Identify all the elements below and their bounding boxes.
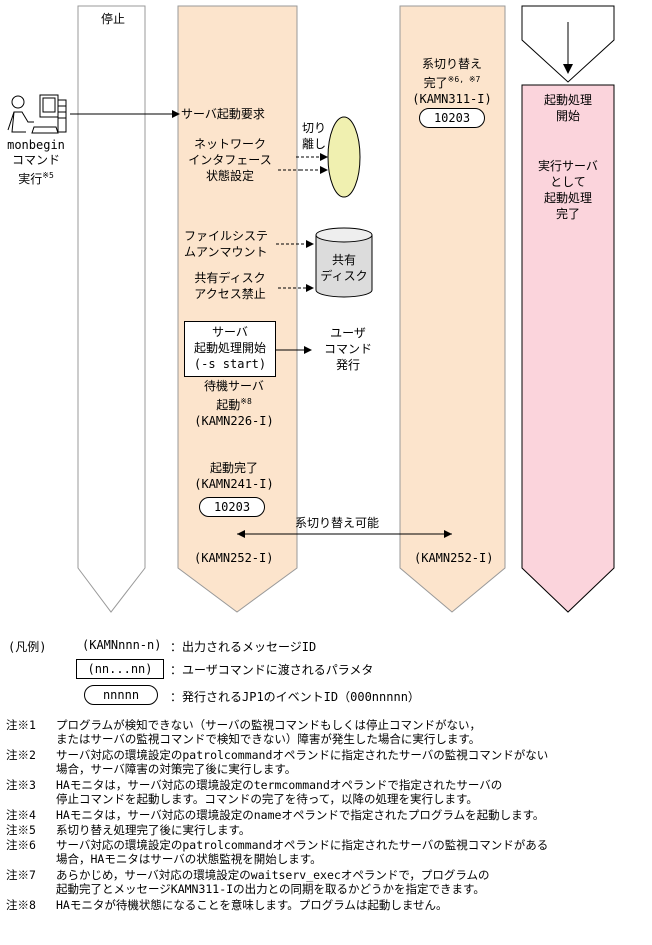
standby-line: 起動※8 xyxy=(216,397,252,412)
standby-note-mark: ※8 xyxy=(240,397,252,406)
event-id-1: 10203 xyxy=(199,497,265,517)
user-command-line: ユーザ xyxy=(330,326,366,340)
shared-disk-block-line: 共有ディスク xyxy=(194,271,266,285)
legend-event-desc: ：発行されるJP1のイベントID（000nnnnn） xyxy=(170,690,420,704)
fs-unmount-line: ファイルシステ xyxy=(184,229,269,243)
switch-possible-label: 系切り替え可能 xyxy=(295,516,380,530)
server-start-box-line: サーバ xyxy=(212,325,248,339)
right-col-done-line: 完了 xyxy=(555,207,580,221)
arrowhead-into-start xyxy=(563,64,573,74)
server-start-box-line: 起動処理開始 xyxy=(193,341,266,355)
shared-disk-line: 共有 xyxy=(331,253,356,267)
fs-unmount-line: ムアンマウント xyxy=(184,245,268,259)
detach-line: 切り xyxy=(302,121,327,135)
lane-stop xyxy=(77,5,146,613)
right-col-done-line: として xyxy=(550,175,586,189)
shared-disk-block: 共有ディスク アクセス禁止 xyxy=(184,270,276,302)
stop-label: 停止 xyxy=(100,12,125,26)
legend-msg-desc: ：出力されるメッセージID xyxy=(170,640,317,654)
legend-param-sample: (nn...nn) xyxy=(76,659,164,679)
right-col-start: 起動処理 開始 xyxy=(522,92,614,124)
network-line: 状態設定 xyxy=(205,169,254,183)
standby-server: 待機サーバ 起動※8 (KAMN226-I) xyxy=(184,378,284,429)
right-col-done-line: 実行サーバ xyxy=(538,159,598,173)
legend-title: (凡例) xyxy=(8,640,47,654)
actor-note-mark: ※5 xyxy=(42,171,54,180)
network-ellipse xyxy=(327,116,361,198)
legend-msg-sample: (KAMNnnn-n) xyxy=(82,638,162,652)
server-start-request: サーバ起動要求 xyxy=(181,107,265,121)
detach-label: 切り 離し xyxy=(302,120,326,152)
msg-left: (KAMN252-I) xyxy=(194,551,274,565)
switch-done-line: 完了※6, ※7 xyxy=(423,75,481,90)
server-start-box-line: (-s start) xyxy=(193,357,267,371)
right-col-done-line: 起動処理 xyxy=(543,191,592,205)
network-state: ネットワーク インタフェース 状態設定 xyxy=(180,136,280,184)
detach-line: 離し xyxy=(302,137,327,151)
operator-figure xyxy=(7,94,67,134)
shared-disk-label: 共有 ディスク xyxy=(316,252,372,284)
lane-primary xyxy=(177,5,298,613)
start-done-line: 起動完了 xyxy=(209,461,258,475)
start-done-line: (KAMN241-I) xyxy=(194,477,274,491)
right-col-done: 実行サーバ として 起動処理 完了 xyxy=(522,158,614,222)
shared-disk-cylinder xyxy=(315,227,373,298)
actor-line: コマンド xyxy=(11,153,60,167)
switch-done: 系切り替え 完了※6, ※7 (KAMN311-I) xyxy=(400,56,504,107)
right-col-line: 起動処理 xyxy=(543,93,592,107)
event-id-2: 10203 xyxy=(419,108,485,128)
actor-line: 実行※5 xyxy=(18,171,54,186)
user-command-line: コマンド xyxy=(323,342,372,356)
user-command: ユーザ コマンド 発行 xyxy=(318,325,378,373)
lane-switch xyxy=(399,5,506,613)
actor-line: monbegin xyxy=(7,138,65,152)
lane-standby-start xyxy=(521,84,615,613)
fs-unmount: ファイルシステ ムアンマウント xyxy=(184,228,268,260)
legend-event-sample: nnnnn xyxy=(84,685,158,705)
shared-disk-block-line: アクセス禁止 xyxy=(194,287,266,301)
shared-disk-line: ディスク xyxy=(320,269,368,283)
start-done: 起動完了 (KAMN241-I) xyxy=(184,460,284,492)
network-line: ネットワーク xyxy=(193,137,266,151)
standby-line: (KAMN226-I) xyxy=(194,414,274,428)
msg-right: (KAMN252-I) xyxy=(414,551,494,565)
legend-param-desc: ：ユーザコマンドに渡されるパラメタ xyxy=(170,663,374,677)
user-command-line: 発行 xyxy=(335,358,360,372)
switch-done-note-mark: ※6, ※7 xyxy=(447,75,481,84)
switch-done-line: 系切り替え xyxy=(421,57,482,71)
right-col-line: 開始 xyxy=(555,109,580,123)
network-line: インタフェース xyxy=(188,153,272,167)
switch-done-msg: (KAMN311-I) xyxy=(412,92,492,106)
standby-line: 待機サーバ xyxy=(204,379,264,393)
server-start-box: サーバ 起動処理開始 (-s start) xyxy=(184,321,276,377)
actor-label: monbegin コマンド 実行※5 xyxy=(0,138,72,187)
